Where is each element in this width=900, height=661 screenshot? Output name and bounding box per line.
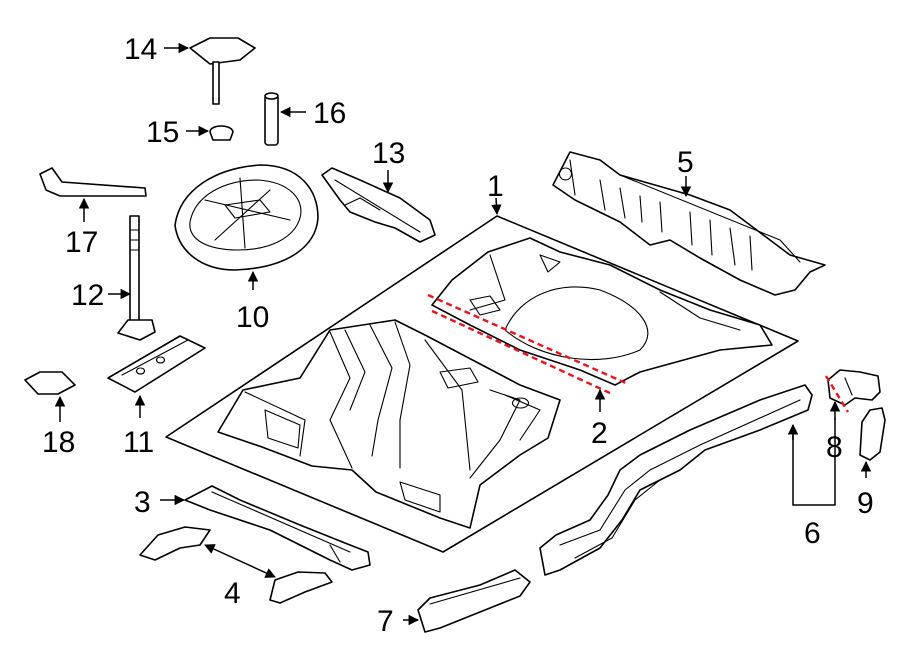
rear-floor-crossmember-cut-lines <box>427 293 629 396</box>
jack <box>321 167 436 243</box>
callout-9: 9 <box>857 487 874 520</box>
sill-plate <box>417 569 531 633</box>
callout-5: 5 <box>677 146 694 179</box>
callout-18: 18 <box>42 426 75 459</box>
wing-nut <box>189 37 256 105</box>
callout-7: 7 <box>377 605 394 638</box>
callout-17: 17 <box>65 226 98 259</box>
rocker-side-rail <box>539 384 813 576</box>
rear-bracket-9 <box>859 407 886 461</box>
rear-bracket-cut-line <box>824 375 850 413</box>
callout-1: 1 <box>487 170 504 203</box>
callout-6: 6 <box>804 517 821 550</box>
callout-16: 16 <box>313 97 346 130</box>
callout-13: 13 <box>372 137 405 170</box>
leader-lines <box>54 42 872 626</box>
callout-10: 10 <box>236 301 269 334</box>
callout-15: 15 <box>146 116 179 149</box>
rear-body-panel <box>552 151 826 296</box>
callout-2: 2 <box>591 417 608 450</box>
callout-11: 11 <box>123 426 154 459</box>
lug-wrench <box>39 167 147 197</box>
front-floor-pan <box>217 319 561 529</box>
jack-handle-cylinder <box>264 92 279 146</box>
hold-down-bolt <box>117 215 156 341</box>
spare-tire-cover <box>174 164 319 271</box>
callout-4: 4 <box>224 577 241 610</box>
floor-pan-assembly <box>165 215 799 553</box>
jack-mount-bracket <box>107 335 206 393</box>
callout-14: 14 <box>124 33 157 66</box>
floor-brackets <box>139 526 333 604</box>
front-floor-rail <box>184 485 371 571</box>
cap <box>209 125 234 141</box>
small-bracket <box>24 371 76 395</box>
rear-floor-pan <box>431 237 773 386</box>
rear-bracket-8 <box>827 369 881 406</box>
callouts: 1 2 3 4 5 6 7 8 9 10 11 12 13 14 15 16 1… <box>42 33 874 638</box>
callout-12: 12 <box>71 279 104 312</box>
callout-3: 3 <box>134 486 151 519</box>
callout-8: 8 <box>826 431 843 464</box>
